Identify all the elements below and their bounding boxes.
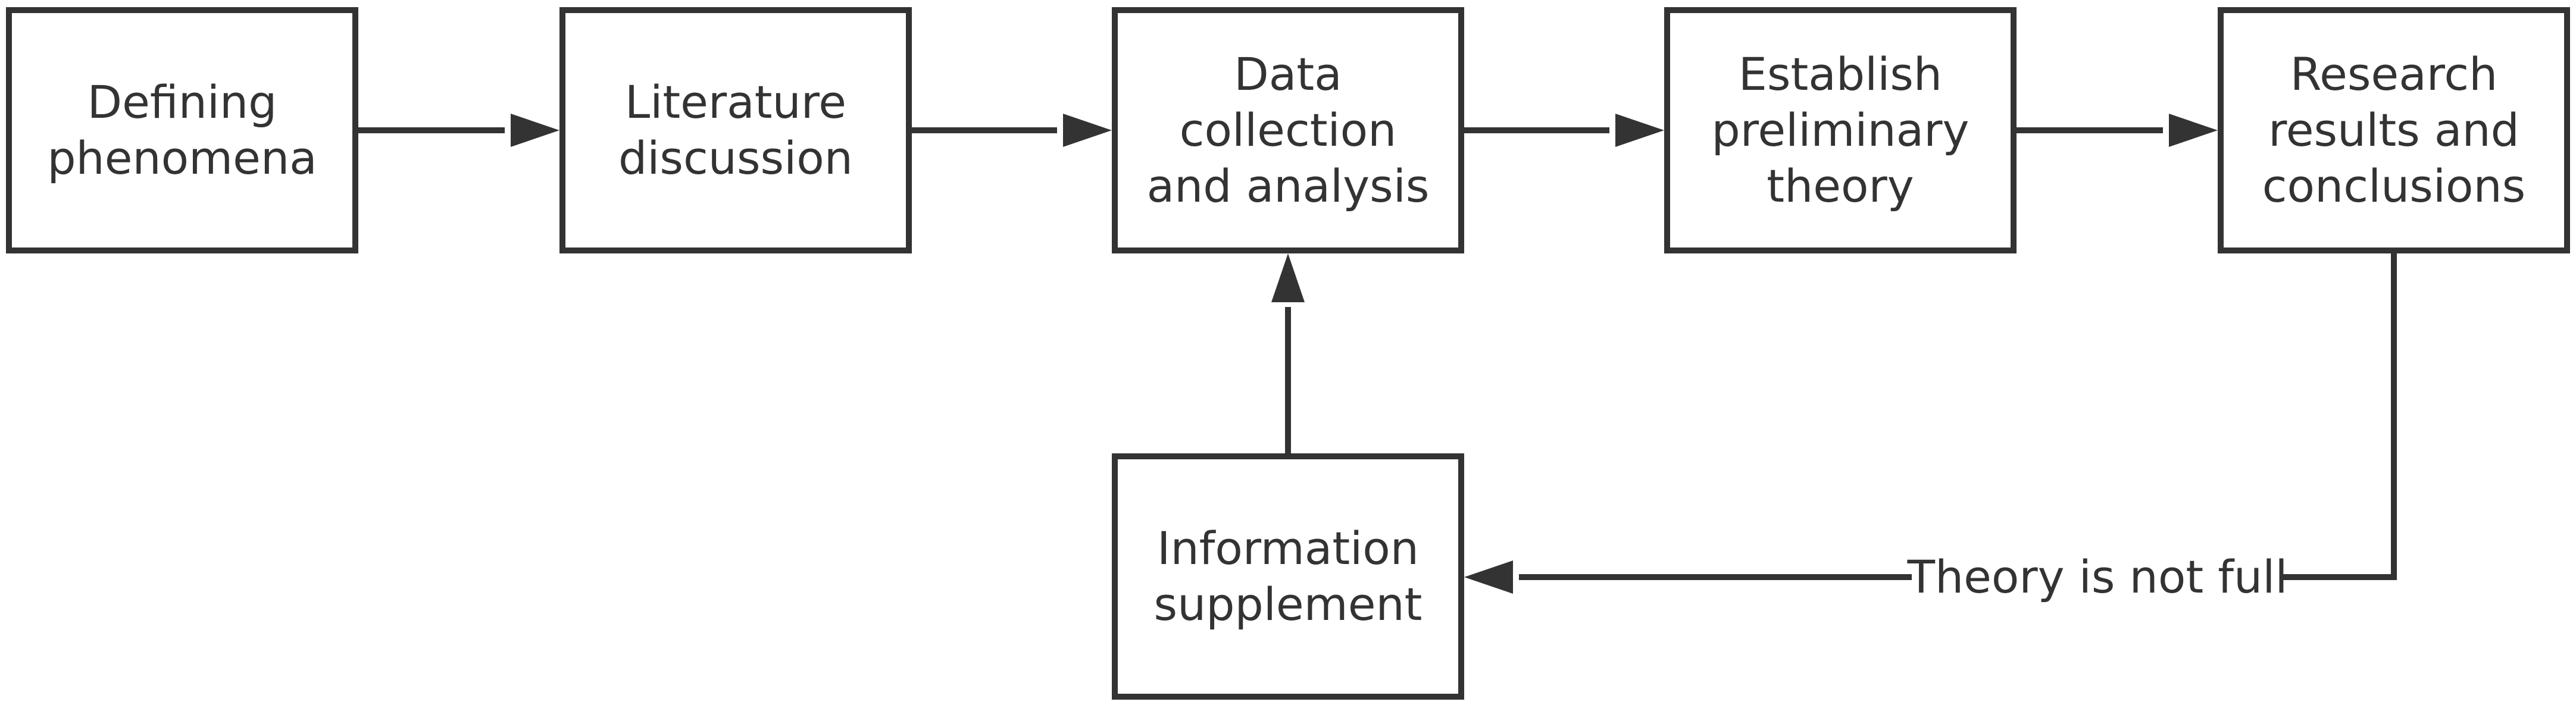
node-establish-preliminary-theory: Establish preliminary theory <box>1664 7 2017 253</box>
arrowhead-literature-to-data <box>1063 114 1112 147</box>
node-label-line: Establish <box>1738 48 1943 101</box>
node-label-line: theory <box>1767 159 1914 212</box>
node-label-line: Information <box>1157 522 1419 575</box>
node-label-line: and analysis <box>1146 159 1430 212</box>
node-label-line: Literature <box>624 76 847 129</box>
feedback-edge-label: Theory is not full <box>1907 550 2288 604</box>
arrowhead-data-to-theory <box>1615 114 1664 147</box>
node-label-line: Defining <box>87 76 277 129</box>
node-label-line: collection <box>1179 104 1397 156</box>
node-information-supplement: Information supplement <box>1112 453 1464 700</box>
arrowhead-supplement-to-data <box>1271 253 1305 302</box>
node-label-line: conclusions <box>2262 159 2526 212</box>
node-label-line: results and <box>2268 104 2519 156</box>
node-label-line: preliminary <box>1711 104 1969 156</box>
node-label-line: Data <box>1234 48 1342 101</box>
arrowhead-defining-to-literature <box>511 114 559 147</box>
node-literature-discussion: Literature discussion <box>559 7 912 253</box>
arrowhead-results-to-supplement <box>1464 560 1513 594</box>
node-defining-phenomena: Defining phenomena <box>6 7 358 253</box>
node-label-line: discussion <box>618 131 853 184</box>
node-label-line: phenomena <box>47 131 317 184</box>
node-label-line: Research <box>2290 48 2498 101</box>
node-data-collection-and-analysis: Data collection and analysis <box>1112 7 1464 253</box>
node-label-line: supplement <box>1153 578 1423 631</box>
arrowhead-theory-to-results <box>2169 114 2218 147</box>
node-research-results-and-conclusions: Research results and conclusions <box>2218 7 2570 253</box>
arrow-results-to-supplement <box>1519 253 2397 580</box>
